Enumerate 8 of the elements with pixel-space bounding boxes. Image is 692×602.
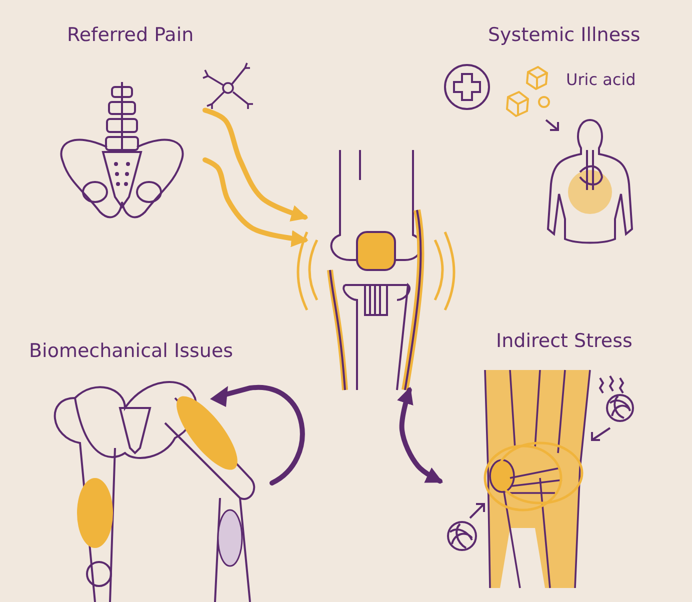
section-heading: Indirect Stress bbox=[496, 330, 632, 352]
section-heading: Systemic Illness bbox=[488, 24, 640, 46]
arrow bbox=[202, 108, 308, 222]
substance-label: Uric acid bbox=[566, 70, 636, 89]
arrow bbox=[202, 157, 308, 248]
arrow bbox=[397, 386, 444, 484]
section-heading: Referred Pain bbox=[67, 24, 194, 46]
section-heading: Biomechanical Issues bbox=[29, 340, 234, 362]
